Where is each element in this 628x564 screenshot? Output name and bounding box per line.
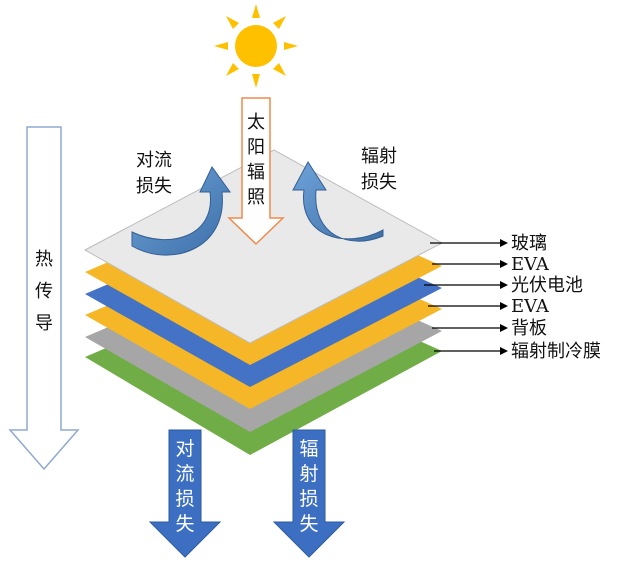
layer-stack — [83, 149, 444, 455]
solar-irradiance-arrow-shape — [227, 97, 285, 246]
bottom-radiation-loss-arrow: 辐 射 损 失 — [272, 429, 346, 558]
top-right-label-line-1: 辐射 — [361, 146, 397, 167]
heat-conduction-char-1: 热 — [35, 249, 53, 270]
bottom-convection-char-4: 失 — [175, 513, 194, 535]
bottom-convection-char-2: 流 — [175, 463, 194, 485]
radiation-loss-curved-arrow — [292, 161, 384, 242]
layer-label-backsheet: 背板 — [511, 318, 547, 339]
solar-char-2: 阳 — [247, 137, 265, 158]
heat-conduction-char-3: 导 — [35, 313, 53, 334]
layer-labels: 玻璃 EVA 光伏电池 EVA 背板 辐射制冷膜 — [424, 233, 601, 362]
solar-char-3: 辐 — [247, 162, 265, 183]
bottom-radiation-char-1: 辐 — [299, 438, 318, 460]
solar-irradiance-arrow: 太 阳 辐 照 — [227, 97, 285, 246]
layer-label-pv-cell: 光伏电池 — [511, 275, 583, 296]
bottom-radiation-char-3: 损 — [299, 488, 318, 510]
solar-char-4: 照 — [247, 187, 265, 208]
bottom-convection-char-3: 损 — [175, 488, 194, 510]
bottom-radiation-char-2: 射 — [299, 463, 318, 485]
bottom-convection-loss-arrow: 对 流 损 失 — [148, 429, 222, 558]
solar-char-1: 太 — [247, 112, 265, 133]
heat-conduction-arrow-shape — [8, 126, 80, 471]
top-left-label-line-1: 对流 — [136, 150, 172, 171]
top-left-label-line-2: 损失 — [136, 176, 172, 197]
heat-conduction-char-2: 传 — [35, 281, 53, 302]
bottom-convection-char-1: 对 — [175, 438, 194, 460]
convection-loss-curved-arrow — [131, 166, 231, 256]
layer-label-eva-bottom: EVA — [511, 296, 550, 317]
layer-label-eva-top: EVA — [511, 254, 550, 275]
layer-label-radiative-film: 辐射制冷膜 — [511, 341, 601, 362]
layer-label-glass: 玻璃 — [511, 233, 547, 254]
bottom-radiation-char-4: 失 — [299, 513, 318, 535]
heat-conduction-arrow: 热 传 导 — [8, 126, 80, 471]
sun-icon — [214, 4, 298, 88]
top-right-label-line-2: 损失 — [361, 172, 397, 193]
